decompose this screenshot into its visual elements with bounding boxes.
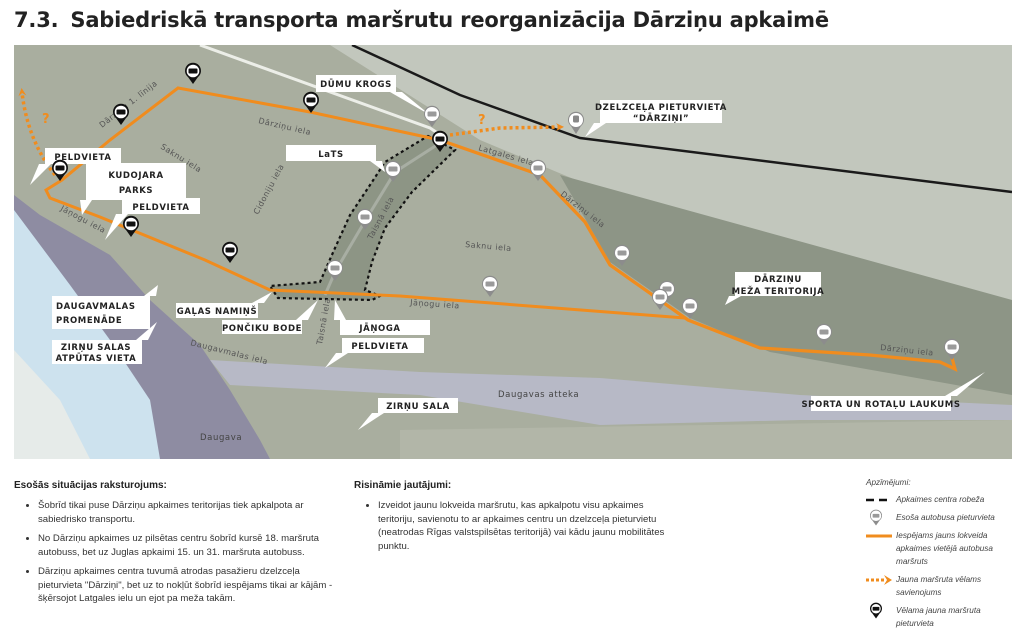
place-callout: GAĻAS NAMIŅŠ (176, 292, 272, 318)
current-situation-section: Esošās situācijas raksturojums: Šobrīd t… (14, 480, 344, 612)
place-label: PELDVIETA (132, 203, 189, 213)
place-callout: SPORTA UN ROTAĻU LAUKUMS (801, 372, 985, 411)
water-label: Daugava (200, 433, 242, 443)
legend-item: Esoša autobusa pieturvieta (866, 509, 1016, 525)
water-label: Daugavas atteka (498, 390, 579, 400)
dashed-boundary-icon (866, 498, 892, 501)
route-west-loop (44, 86, 686, 320)
place-label: DŪMU KROGS (320, 79, 392, 90)
legend-title: Apzīmējumi: (866, 478, 911, 487)
place-callout: KUDOJARA PARKS (80, 163, 186, 215)
connection-arrow-east (449, 123, 564, 137)
current-situation-heading: Esošās situācijas raksturojums: (14, 480, 167, 491)
current-item: Šobrīd tikai puse Dārziņu apkaimes terit… (38, 499, 344, 526)
place-label: GAĻAS NAMIŅŠ (177, 305, 257, 317)
legend-label: Jauna maršruta vēlams savienojums (896, 575, 982, 597)
place-callout: PONČIKU BODE (222, 300, 318, 334)
place-callout: JĀŅOGA (334, 300, 430, 335)
legend-label: Vēlama jauna maršruta pieturvieta (896, 606, 981, 628)
page-title: 7.3. Sabiedriskā transporta maršrutu reor… (14, 8, 829, 32)
place-label: KUDOJARA (108, 171, 163, 181)
sand-bank (14, 350, 90, 459)
place-label: PROMENĀDE (56, 315, 122, 326)
legend-item: Jauna maršruta vēlams savienojums (866, 573, 1016, 599)
train-stop-icon (568, 111, 584, 134)
map-legend: Apzīmējumi: Apkaimes centra robeža Esoša… (866, 478, 1016, 635)
place-label: DĀRZIŅU (754, 274, 802, 285)
place-label: DZELZCEĻA PIETURVIETA (595, 103, 727, 113)
place-callout: DAUGAVMALAS PROMENĀDE (52, 285, 158, 329)
legend-label: Esoša autobusa pieturvieta (896, 513, 995, 522)
route-east (439, 138, 958, 373)
question-mark-west: ? (42, 112, 50, 127)
new-bus-stop-icon (870, 602, 882, 618)
place-label: SPORTA UN ROTAĻU LAUKUMS (801, 400, 960, 410)
place-label: LaTS (318, 150, 343, 160)
place-label: PARKS (119, 186, 153, 196)
existing-bus-stop-icon (870, 509, 882, 525)
place-callout: DZELZCEĻA PIETURVIETA“DĀRZIŅI” (585, 100, 727, 137)
place-label: ATPŪTAS VIETA (56, 353, 137, 364)
issue-item: Izveidot jaunu lokveida maršrutu, kas ap… (378, 499, 679, 553)
place-callout: PELDVIETA (325, 338, 424, 368)
legend-item: Vēlama jauna maršruta pieturvieta (866, 602, 1016, 630)
place-callout: LaTS (286, 145, 385, 172)
place-label: JĀŅOGA (358, 323, 400, 334)
dotted-arrow-icon (866, 574, 892, 585)
place-label: DAUGAVMALAS (56, 302, 136, 312)
place-callout: DŪMU KROGS (316, 75, 430, 115)
current-item: No Dārziņu apkaimes uz pilsētas centru š… (38, 532, 344, 559)
place-label: PELDVIETA (54, 153, 111, 163)
place-label: ZIRŅU SALA (386, 402, 450, 412)
south-shore (400, 420, 1012, 459)
issues-heading: Risināmie jautājumi: (354, 480, 452, 491)
place-callout: PELDVIETA (105, 198, 200, 240)
place-callout: ZIRŅU SALA (358, 398, 458, 430)
issues-section: Risināmie jautājumi: Izveidot jaunu lokv… (354, 480, 679, 559)
current-item: Dārziņu apkaimes centra tuvumā atrodas p… (38, 565, 344, 606)
legend-label: Iespējams jauns lokveida apkaimes vietēj… (896, 531, 993, 566)
street-label: Saknu iela (465, 240, 512, 253)
orange-route-line-icon (866, 534, 892, 537)
place-callout: PELDVIETA (30, 148, 121, 185)
legend-label: Apkaimes centra robeža (896, 495, 985, 504)
railway-line (351, 45, 1012, 194)
place-label: MEŽA TERITORIJA (732, 285, 825, 297)
place-label: PELDVIETA (351, 342, 408, 352)
legend-item: Apkaimes centra robeža (866, 493, 1016, 506)
place-label: PONČIKU BODE (222, 322, 302, 334)
section-number: 7.3. (14, 8, 59, 32)
place-label: “DĀRZIŅI” (633, 113, 689, 124)
title-text: Sabiedriskā transporta maršrutu reorgani… (70, 8, 829, 32)
place-label: ZIRŅU SALAS (61, 343, 131, 353)
question-mark-east: ? (478, 113, 486, 128)
legend-item: Iespējams jauns lokveida apkaimes vietēj… (866, 529, 1016, 568)
